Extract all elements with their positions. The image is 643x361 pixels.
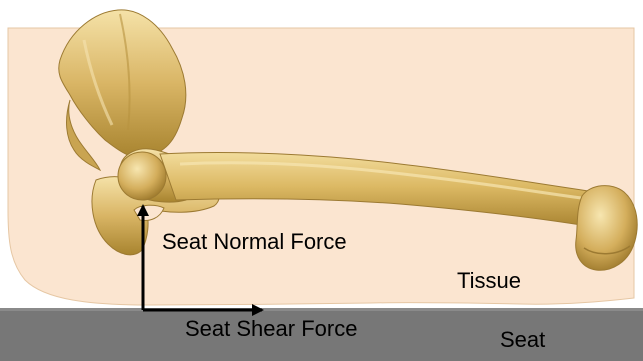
seat-label: Seat — [500, 327, 545, 353]
seat-shear-force-label: Seat Shear Force — [185, 316, 357, 342]
seat-normal-force-label: Seat Normal Force — [162, 229, 347, 255]
tissue-label: Tissue — [457, 268, 521, 294]
